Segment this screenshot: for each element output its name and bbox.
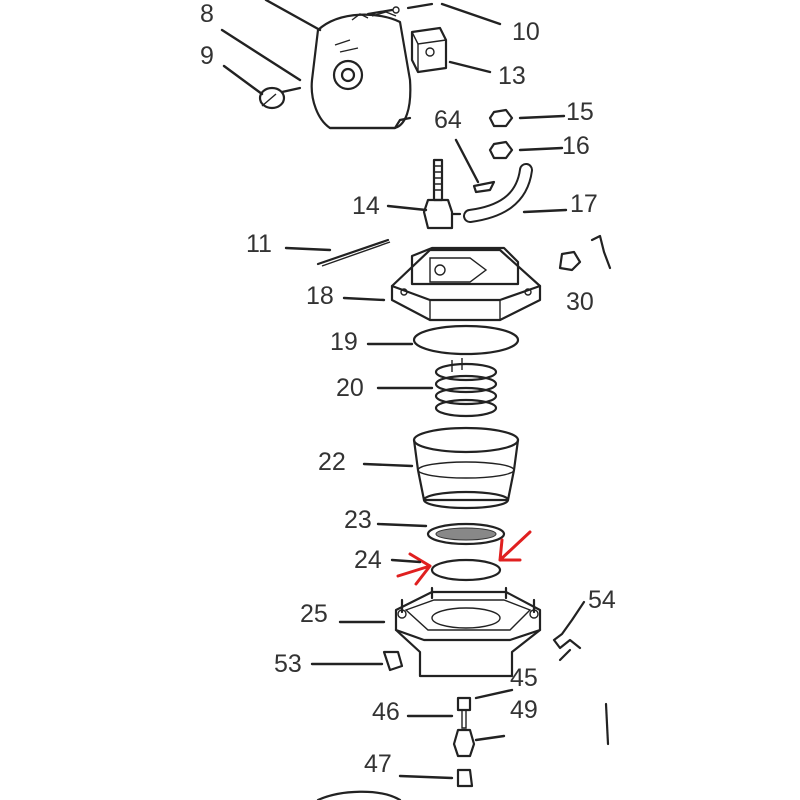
callout-22: 22: [318, 448, 346, 476]
callout-49: 49: [510, 696, 538, 724]
part-18-top-housing: [390, 246, 542, 322]
callout-9: 9: [200, 42, 214, 70]
part-64-clip: [472, 180, 496, 194]
edge-fragment: [604, 702, 610, 746]
part-47-nut: [456, 768, 474, 788]
callout-15: 15: [566, 98, 594, 126]
part-20-spring: [434, 358, 498, 418]
leader-11: [284, 246, 332, 252]
callout-30: 30: [566, 288, 594, 316]
leader-15: [518, 114, 566, 120]
part-22-cup: [412, 426, 520, 510]
callout-20: 20: [336, 374, 364, 402]
part-17-hose: [463, 163, 533, 223]
part-9-knob: [258, 86, 302, 110]
leader-16: [518, 146, 564, 152]
part-15-nut: [488, 108, 514, 128]
leader-13: [448, 60, 492, 74]
leader-10: [440, 2, 502, 26]
leader-49: [474, 734, 506, 742]
callout-8: 8: [200, 0, 214, 28]
part-49-valve: [452, 728, 476, 758]
leader-14: [386, 204, 428, 212]
part-13-block: [410, 26, 448, 74]
highlight-arrow-left: [396, 552, 432, 586]
callout-64: 64: [434, 106, 462, 134]
leader-18: [342, 296, 386, 302]
leader-22: [362, 462, 414, 468]
leader-47: [398, 774, 454, 780]
leader-23: [376, 522, 428, 528]
callout-18: 18: [306, 282, 334, 310]
part-small-rods: [366, 2, 434, 16]
callout-14: 14: [352, 192, 380, 220]
leader-8: [220, 28, 302, 82]
leader-45: [474, 688, 514, 700]
callout-47: 47: [364, 750, 392, 778]
part-54-clip: [552, 600, 586, 662]
callout-23: 23: [344, 506, 372, 534]
part-11-rod: [316, 238, 391, 267]
part-30-fitting: [558, 234, 612, 272]
callout-labels: 8 9 10 13 64 15 16 14 17 11 30 18 19 20 …: [200, 0, 616, 778]
part-53-screw: [382, 650, 404, 672]
callout-25: 25: [300, 600, 328, 628]
part-24-oring: [430, 558, 502, 582]
callout-54: 54: [588, 586, 616, 614]
callout-17: 17: [570, 190, 598, 218]
leader-17: [522, 208, 568, 214]
callout-24: 24: [354, 546, 382, 574]
part-19-gasket: [412, 324, 520, 356]
callout-11: 11: [246, 230, 272, 258]
callout-53: 53: [274, 650, 302, 678]
leader-9: [222, 64, 264, 96]
leader-24: [390, 558, 422, 564]
part-14-valve: [422, 158, 462, 230]
bottom-partial-part: [316, 790, 402, 800]
leader-lines: [220, 0, 568, 780]
callout-19: 19: [330, 328, 358, 356]
part-25-base-housing: [394, 586, 542, 678]
part-16-nut: [488, 140, 514, 160]
callout-10: 10: [512, 18, 540, 46]
leader-top: [264, 0, 322, 32]
part-23-screen: [426, 522, 506, 546]
leader-64: [454, 138, 480, 184]
callout-13: 13: [498, 62, 526, 90]
part-46-fitting: [456, 696, 472, 729]
callout-16: 16: [562, 132, 590, 160]
callout-45: 45: [510, 664, 538, 692]
callout-46: 46: [372, 698, 400, 726]
highlight-arrows: [396, 530, 532, 586]
part-8-cover: [310, 11, 412, 130]
highlight-arrow-right: [498, 530, 532, 562]
